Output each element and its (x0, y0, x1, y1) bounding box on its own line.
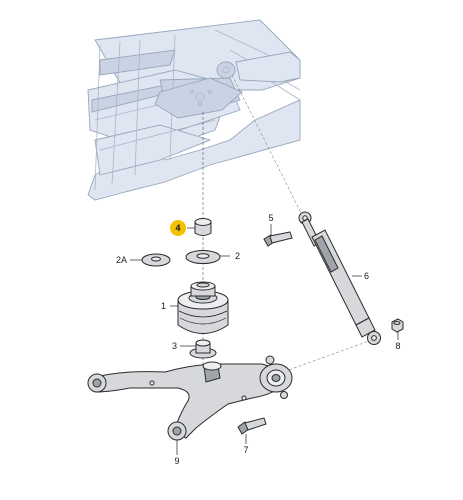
callout-2a-label[interactable]: 2A (116, 255, 127, 265)
callout-4-highlighted[interactable]: 4 (170, 220, 186, 236)
lower-bolt-part (237, 417, 267, 435)
spring-bellows-part (177, 281, 229, 334)
control-arm-part (87, 355, 293, 441)
shock-lower-guide-line (282, 339, 373, 373)
callout-2-label[interactable]: 2 (235, 251, 240, 261)
callout-6-label[interactable]: 6 (364, 271, 369, 281)
bump-stop-part (194, 218, 212, 236)
callout-4-highlight-marker (170, 220, 186, 236)
shock-nut-part (391, 318, 404, 333)
callout-3-label[interactable]: 3 (172, 341, 177, 351)
washer-part (185, 250, 221, 264)
washer-2a-part (141, 253, 171, 267)
shock-guide-line (231, 74, 303, 216)
chassis-frame (87, 19, 301, 201)
callout-5-label[interactable]: 5 (268, 213, 273, 223)
shock-upper-mount (216, 61, 236, 79)
callout-1-label[interactable]: 1 (161, 301, 166, 311)
callout-9-label[interactable]: 9 (174, 456, 179, 466)
shock-upper-bolt-part (263, 231, 293, 247)
leader-lines (130, 224, 399, 455)
callout-7-label[interactable]: 7 (243, 445, 248, 455)
shock-absorber-part (298, 211, 381, 345)
callout-4-label: 4 (175, 223, 180, 233)
lower-seat-part (189, 339, 217, 359)
upper-mount-plate (154, 77, 243, 119)
callout-8-label[interactable]: 8 (395, 341, 400, 351)
